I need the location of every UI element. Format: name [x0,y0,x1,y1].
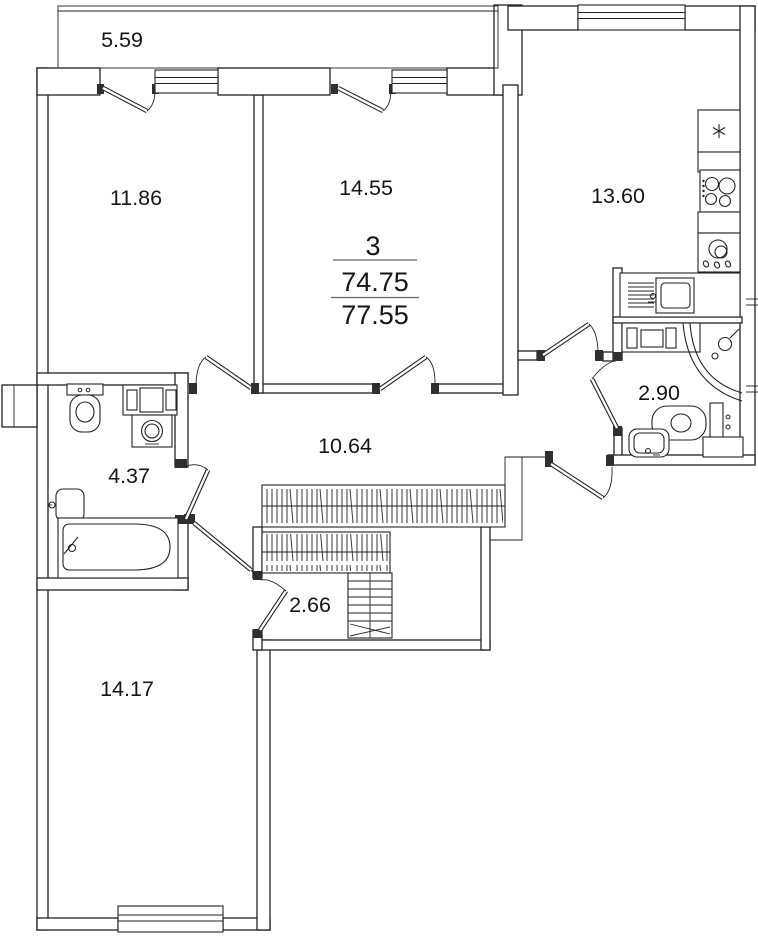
door-bathroom-1 [183,464,211,520]
window-living-room [391,69,448,94]
label-living-room-area: 14.55 [339,176,393,200]
door-living-room [378,355,436,391]
stamp-living-area: 74.75 [341,267,409,297]
door-balcony-bedroom-1 [101,85,156,114]
label-bathroom-1-area: 4.37 [108,464,150,488]
washbasin-icon [48,488,85,522]
balcony-outline [57,5,499,69]
counter-sink-icon [619,272,741,318]
wardrobe-closet [261,531,391,574]
label-hallway-area: 10.64 [318,434,372,458]
washbasin-icon [628,428,670,458]
doors [101,85,620,632]
window-bedroom-1 [154,69,219,94]
label-closet-area: 2.66 [289,593,331,617]
area-stamp: 3 74.75 77.55 [331,231,419,330]
windows [117,4,686,933]
stove-icon [699,169,741,213]
label-bathroom-2-area: 2.90 [638,381,680,405]
door-bedroom-2 [192,521,258,579]
kitchen-sink-icon [697,232,741,273]
door-entrance [549,462,613,500]
door-closet [258,579,288,632]
room-labels: 5.59 11.86 14.55 13.60 2.90 4.37 10.64 2… [100,28,680,701]
walls [1,4,756,931]
cabinet-icon [621,322,701,353]
label-bedroom-1-area: 11.86 [110,186,162,210]
bathroom-1-fixtures [48,383,179,579]
corner-shower-icon [682,322,743,402]
kitchen-counter [697,151,741,173]
label-balcony-area: 5.59 [101,28,143,52]
kitchen-counter [697,211,741,234]
bathroom-2-fixtures [621,322,744,458]
door-balcony-living-room [336,85,392,114]
shelf-unit [347,572,393,639]
stamp-rooms-count: 3 [365,231,380,261]
door-kitchen [541,322,599,357]
label-bedroom-2-area: 14.17 [100,677,154,701]
window-kitchen [577,4,686,31]
window-bedroom-2 [117,905,224,933]
bathtub-icon [57,517,179,579]
door-bedroom-1 [195,355,253,390]
kitchen-fixtures [619,109,741,318]
wardrobe-hall [261,484,506,528]
toilet-icon [66,383,104,433]
cabinet-icon [702,436,744,458]
stamp-total-area: 77.55 [341,300,409,330]
washing-machine-icon [131,414,173,448]
cabinet-icon [122,384,178,416]
wall-joint-ticks [746,298,758,393]
label-kitchen-area: 13.60 [591,184,645,208]
fridge-icon [697,109,741,153]
door-bathroom-2 [589,359,620,430]
